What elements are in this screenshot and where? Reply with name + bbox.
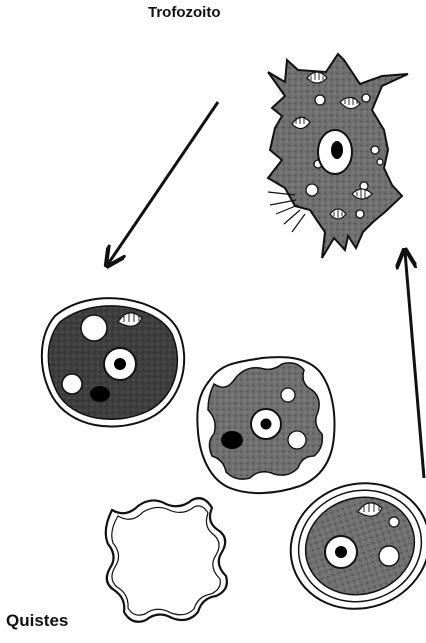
cyst-double-wall — [274, 465, 426, 626]
cyst-round — [42, 298, 184, 426]
cyst-double-wall-vacuole-right — [379, 546, 399, 566]
trophozoite — [268, 54, 408, 258]
cyst-scalloped-dark-granule — [221, 431, 243, 449]
cyst-double-wall-vacuole-top — [389, 517, 399, 527]
cysts-label: Quistes — [6, 611, 68, 631]
trophozoite-karyosome — [331, 141, 343, 159]
arrow-trophozoite-to-cyst — [108, 102, 218, 264]
cyst-round-dark-granule — [90, 386, 110, 402]
cyst-double-wall-karyosome — [335, 546, 347, 558]
cyst-scalloped-karyosome — [261, 419, 272, 430]
cyst-scalloped — [197, 357, 334, 493]
cyst-scalloped-vacuole-top — [281, 388, 295, 402]
cyst-round-vacuole-small — [62, 374, 82, 394]
cyst-scalloped-vacuole-right — [288, 431, 306, 449]
cyst-round-vacuole-large — [81, 315, 107, 341]
arrow-cyst-to-trophozoite — [405, 252, 424, 478]
empty-cyst-wall — [106, 498, 227, 622]
trophozoite-label: Trofozoito — [148, 4, 220, 21]
cyst-round-karyosome — [114, 358, 126, 370]
